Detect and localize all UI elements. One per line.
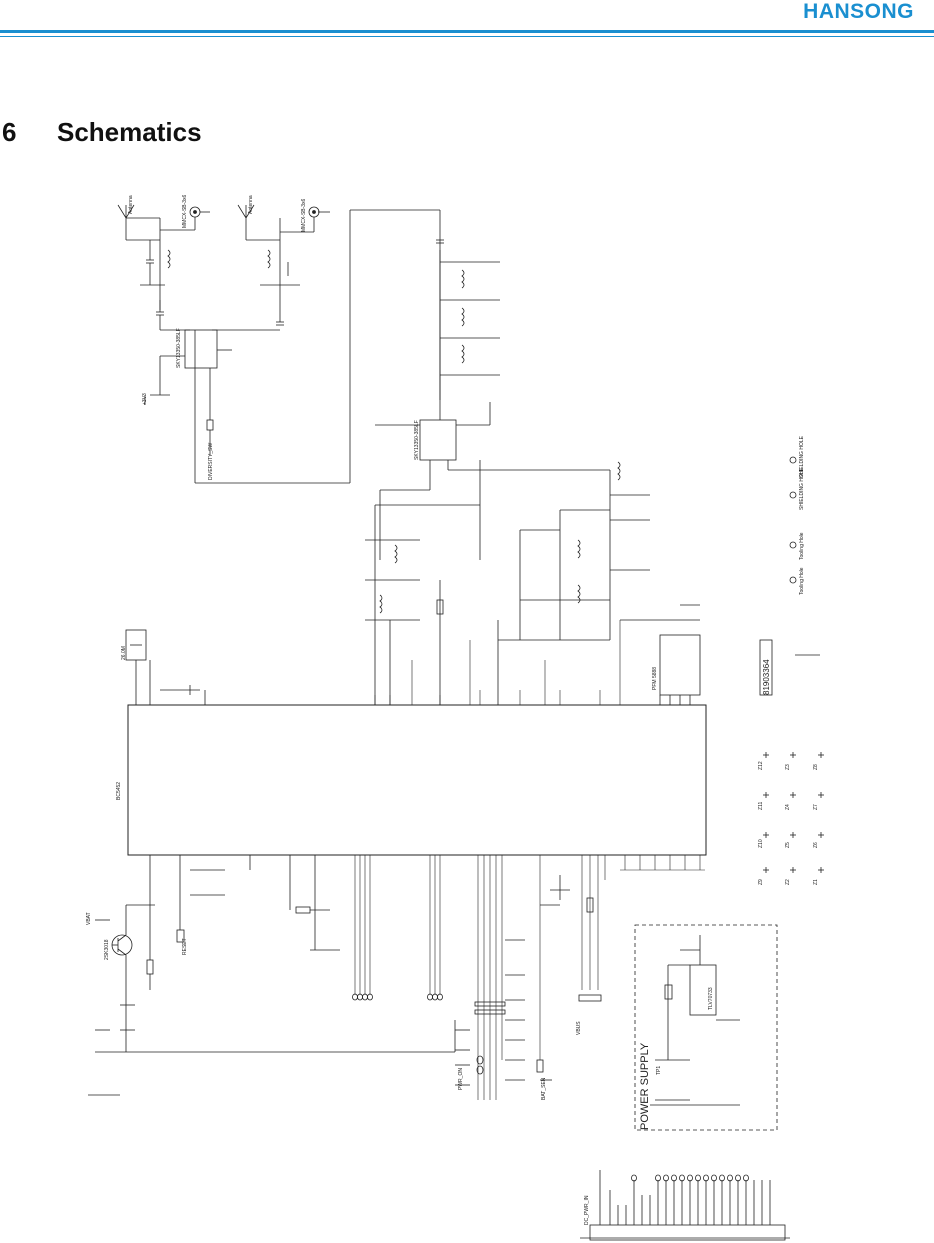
gpio-bundle-2 [427, 993, 443, 1001]
crystal-value: 26.0M [121, 646, 127, 660]
net-3v3-a: +3V3 [142, 393, 148, 405]
a2-filter-parts [260, 249, 300, 326]
rf-chain-top [436, 239, 500, 400]
fiducial-z2: Z2 [785, 879, 791, 885]
power-supply-title: POWER SUPPLY [639, 1042, 651, 1130]
net-vbat: VBAT [86, 912, 92, 925]
fiducial-z3: Z3 [785, 764, 791, 770]
pcb-number: 81903364 [762, 659, 771, 695]
fiducial-z5: Z5 [785, 842, 791, 848]
u1-top-pins [374, 620, 621, 705]
main-ic-u1 [127, 704, 707, 856]
switch-u5-label: SKY13350-385LF [176, 328, 182, 368]
rf-switch-u5 [144, 209, 441, 484]
rf-filter-left [365, 504, 480, 705]
u2-part: TLV70733 [708, 987, 714, 1010]
a1-filter-parts [140, 240, 171, 330]
fiducial-z1: Z1 [813, 879, 819, 885]
antenna-a1-label: Antenna [128, 195, 134, 214]
main-ic-part: BC5452 [116, 782, 122, 800]
net-diversity-sw: DIVERSITY_SW [208, 442, 214, 480]
fiducial-z9: Z9 [758, 879, 764, 885]
net-dc-pwr-in: DC_PWR_IN [584, 1195, 590, 1225]
ic5-part: PFM 5888 [652, 667, 658, 690]
fiducial-z8: Z8 [813, 764, 819, 770]
hole-h1-label: Tooling Hole [799, 567, 805, 595]
brand-logo: HANSONG [803, 0, 914, 23]
pcb-label-box [759, 639, 773, 696]
net-tp1: TP1 [656, 1066, 662, 1075]
ic5-block [620, 604, 701, 705]
net-vbus: VBUS [576, 1021, 582, 1035]
hole-h4-label: SHIELDING HOLE [799, 435, 805, 478]
section-heading: 6 Schematics [2, 117, 202, 148]
connector-j2 [280, 206, 330, 233]
gpio-bundle-3 [474, 939, 544, 1081]
fiducial-z7: Z7 [813, 804, 819, 810]
fiducial-z11: Z11 [758, 802, 764, 810]
header-rule-thick [0, 30, 934, 33]
power-supply-box [634, 924, 778, 1131]
t1-part: 2SK3018 [104, 939, 110, 960]
connector-j2-label: MMCX-SB-3x6 [301, 198, 307, 232]
header-rule-thin [0, 36, 934, 37]
tooling-holes [789, 456, 820, 656]
net-reset: RESET [182, 938, 188, 955]
fiducial-z6: Z6 [813, 842, 819, 848]
hole-h2-label: Tooling Hole [799, 532, 805, 560]
switch-u4-label: SKY13350-385LF [414, 420, 420, 460]
section-number: 6 [2, 117, 17, 147]
left-passives [176, 855, 340, 951]
fiducial-z4: Z4 [785, 804, 791, 810]
usb-lines [540, 875, 602, 1002]
net-pwr-on: PWR_ON [458, 1068, 464, 1090]
rf-chain-middle [497, 461, 650, 705]
crystal-x1 [125, 629, 206, 705]
net-bat-sen: BAT_SEN [541, 1077, 547, 1100]
connector-j1-label: MMCX-SB-3x6 [182, 194, 188, 228]
antenna-a1 [117, 204, 161, 310]
antenna-a2 [237, 204, 281, 310]
hole-h3-label: SHIELDING HOLE [799, 467, 805, 510]
connector-j1 [160, 206, 210, 231]
u1-bottom-pins [354, 855, 705, 1100]
fiducial-z10: Z10 [758, 839, 764, 848]
fiducial-z12: Z12 [758, 761, 764, 770]
ground-symbols [88, 919, 552, 1096]
gpio-bundle-1 [352, 993, 373, 1001]
rf-switch-u4 [375, 250, 610, 560]
bottom-connector [580, 1170, 790, 1241]
fiducial-marks [763, 752, 824, 873]
antenna-a2-label: Antenna [248, 195, 254, 214]
transistor-t1 [95, 855, 456, 1053]
section-title: Schematics [57, 117, 202, 147]
schematic-labels: Antenna Antenna MMCX-SB-3x6 MMCX-SB-3x6 … [86, 194, 819, 1225]
